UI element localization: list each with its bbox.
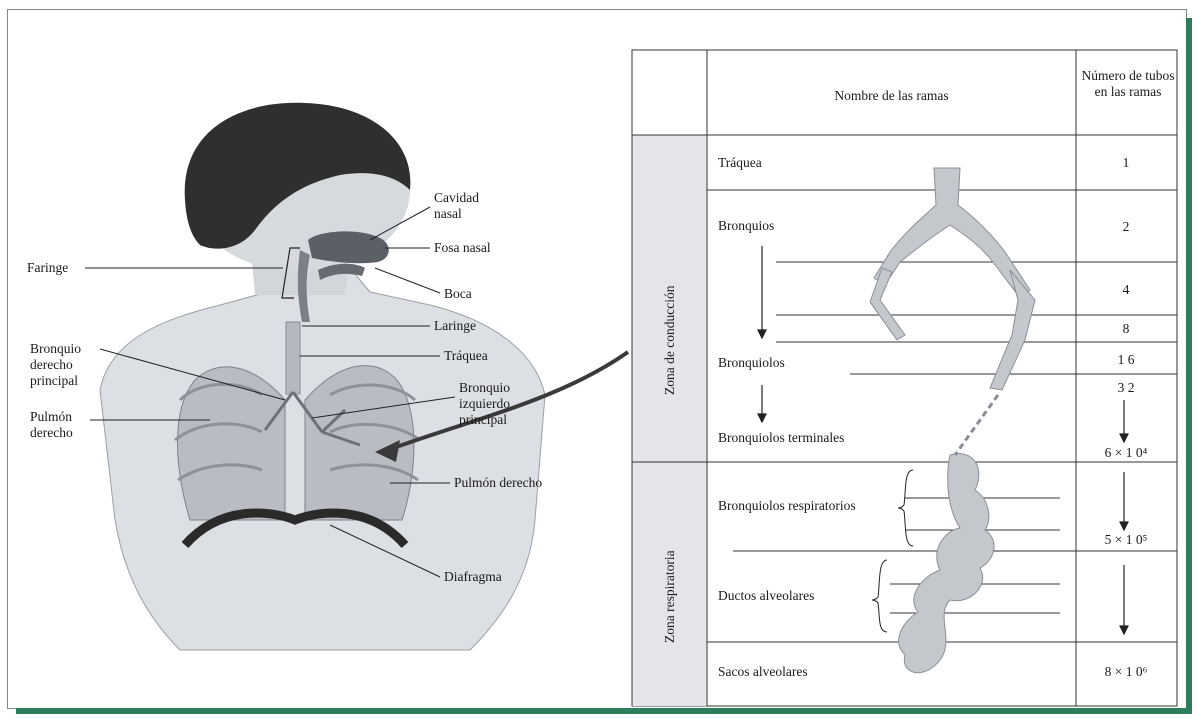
row-count-32: 3 2 (1086, 380, 1166, 396)
row-count-4: 4 (1086, 282, 1166, 298)
airway-table (632, 50, 1177, 706)
table-header-name: Nombre de las ramas (707, 88, 1076, 104)
label-pulmon-derecho-left: Pulmón derecho (30, 409, 92, 441)
label-diafragma: Diafragma (444, 569, 502, 585)
row-name-traquea: Tráquea (718, 155, 762, 171)
row-count-8: 8 (1086, 321, 1166, 337)
row-count-1: 1 (1086, 155, 1166, 171)
label-traquea: Tráquea (444, 348, 488, 364)
zone-respiratory-label: Zona respiratoria (662, 550, 678, 643)
row-name-bronquios: Bronquios (718, 218, 774, 234)
row-count-terminales: 6 × 1 0⁴ (1086, 445, 1166, 461)
label-fosa-nasal: Fosa nasal (434, 240, 491, 256)
row-name-bronquiolos-respiratorios: Bronquiolos respiratorios (718, 498, 856, 514)
label-boca: Boca (444, 286, 472, 302)
row-name-ductos-alveolares: Ductos alveolares (718, 588, 814, 604)
label-cavidad-nasal: Cavidad nasal (434, 190, 494, 222)
row-name-bronquiolos-terminales: Bronquiolos terminales (718, 430, 844, 446)
row-name-bronquiolos: Bronquiolos (718, 355, 785, 371)
label-bronquio-derecho: Bronquio derecho principal (30, 341, 105, 389)
label-laringe: Laringe (434, 318, 476, 334)
label-pulmon-derecho-right: Pulmón derecho (454, 475, 542, 491)
trachea-shape (286, 322, 300, 394)
label-faringe: Faringe (27, 260, 68, 276)
row-count-16: 1 6 (1086, 352, 1166, 368)
row-name-sacos-alveolares: Sacos alveolares (718, 664, 808, 680)
zone-conduction-label: Zona de conducción (662, 286, 678, 395)
table-header-count: Número de tubos en las ramas (1080, 68, 1176, 100)
row-count-respiratorios: 5 × 1 0⁵ (1086, 532, 1166, 548)
label-bronquio-izquierdo: Bronquio izquierdo principal (459, 380, 529, 428)
row-count-2: 2 (1086, 219, 1166, 235)
row-count-sacos: 8 × 1 0⁶ (1086, 664, 1166, 680)
